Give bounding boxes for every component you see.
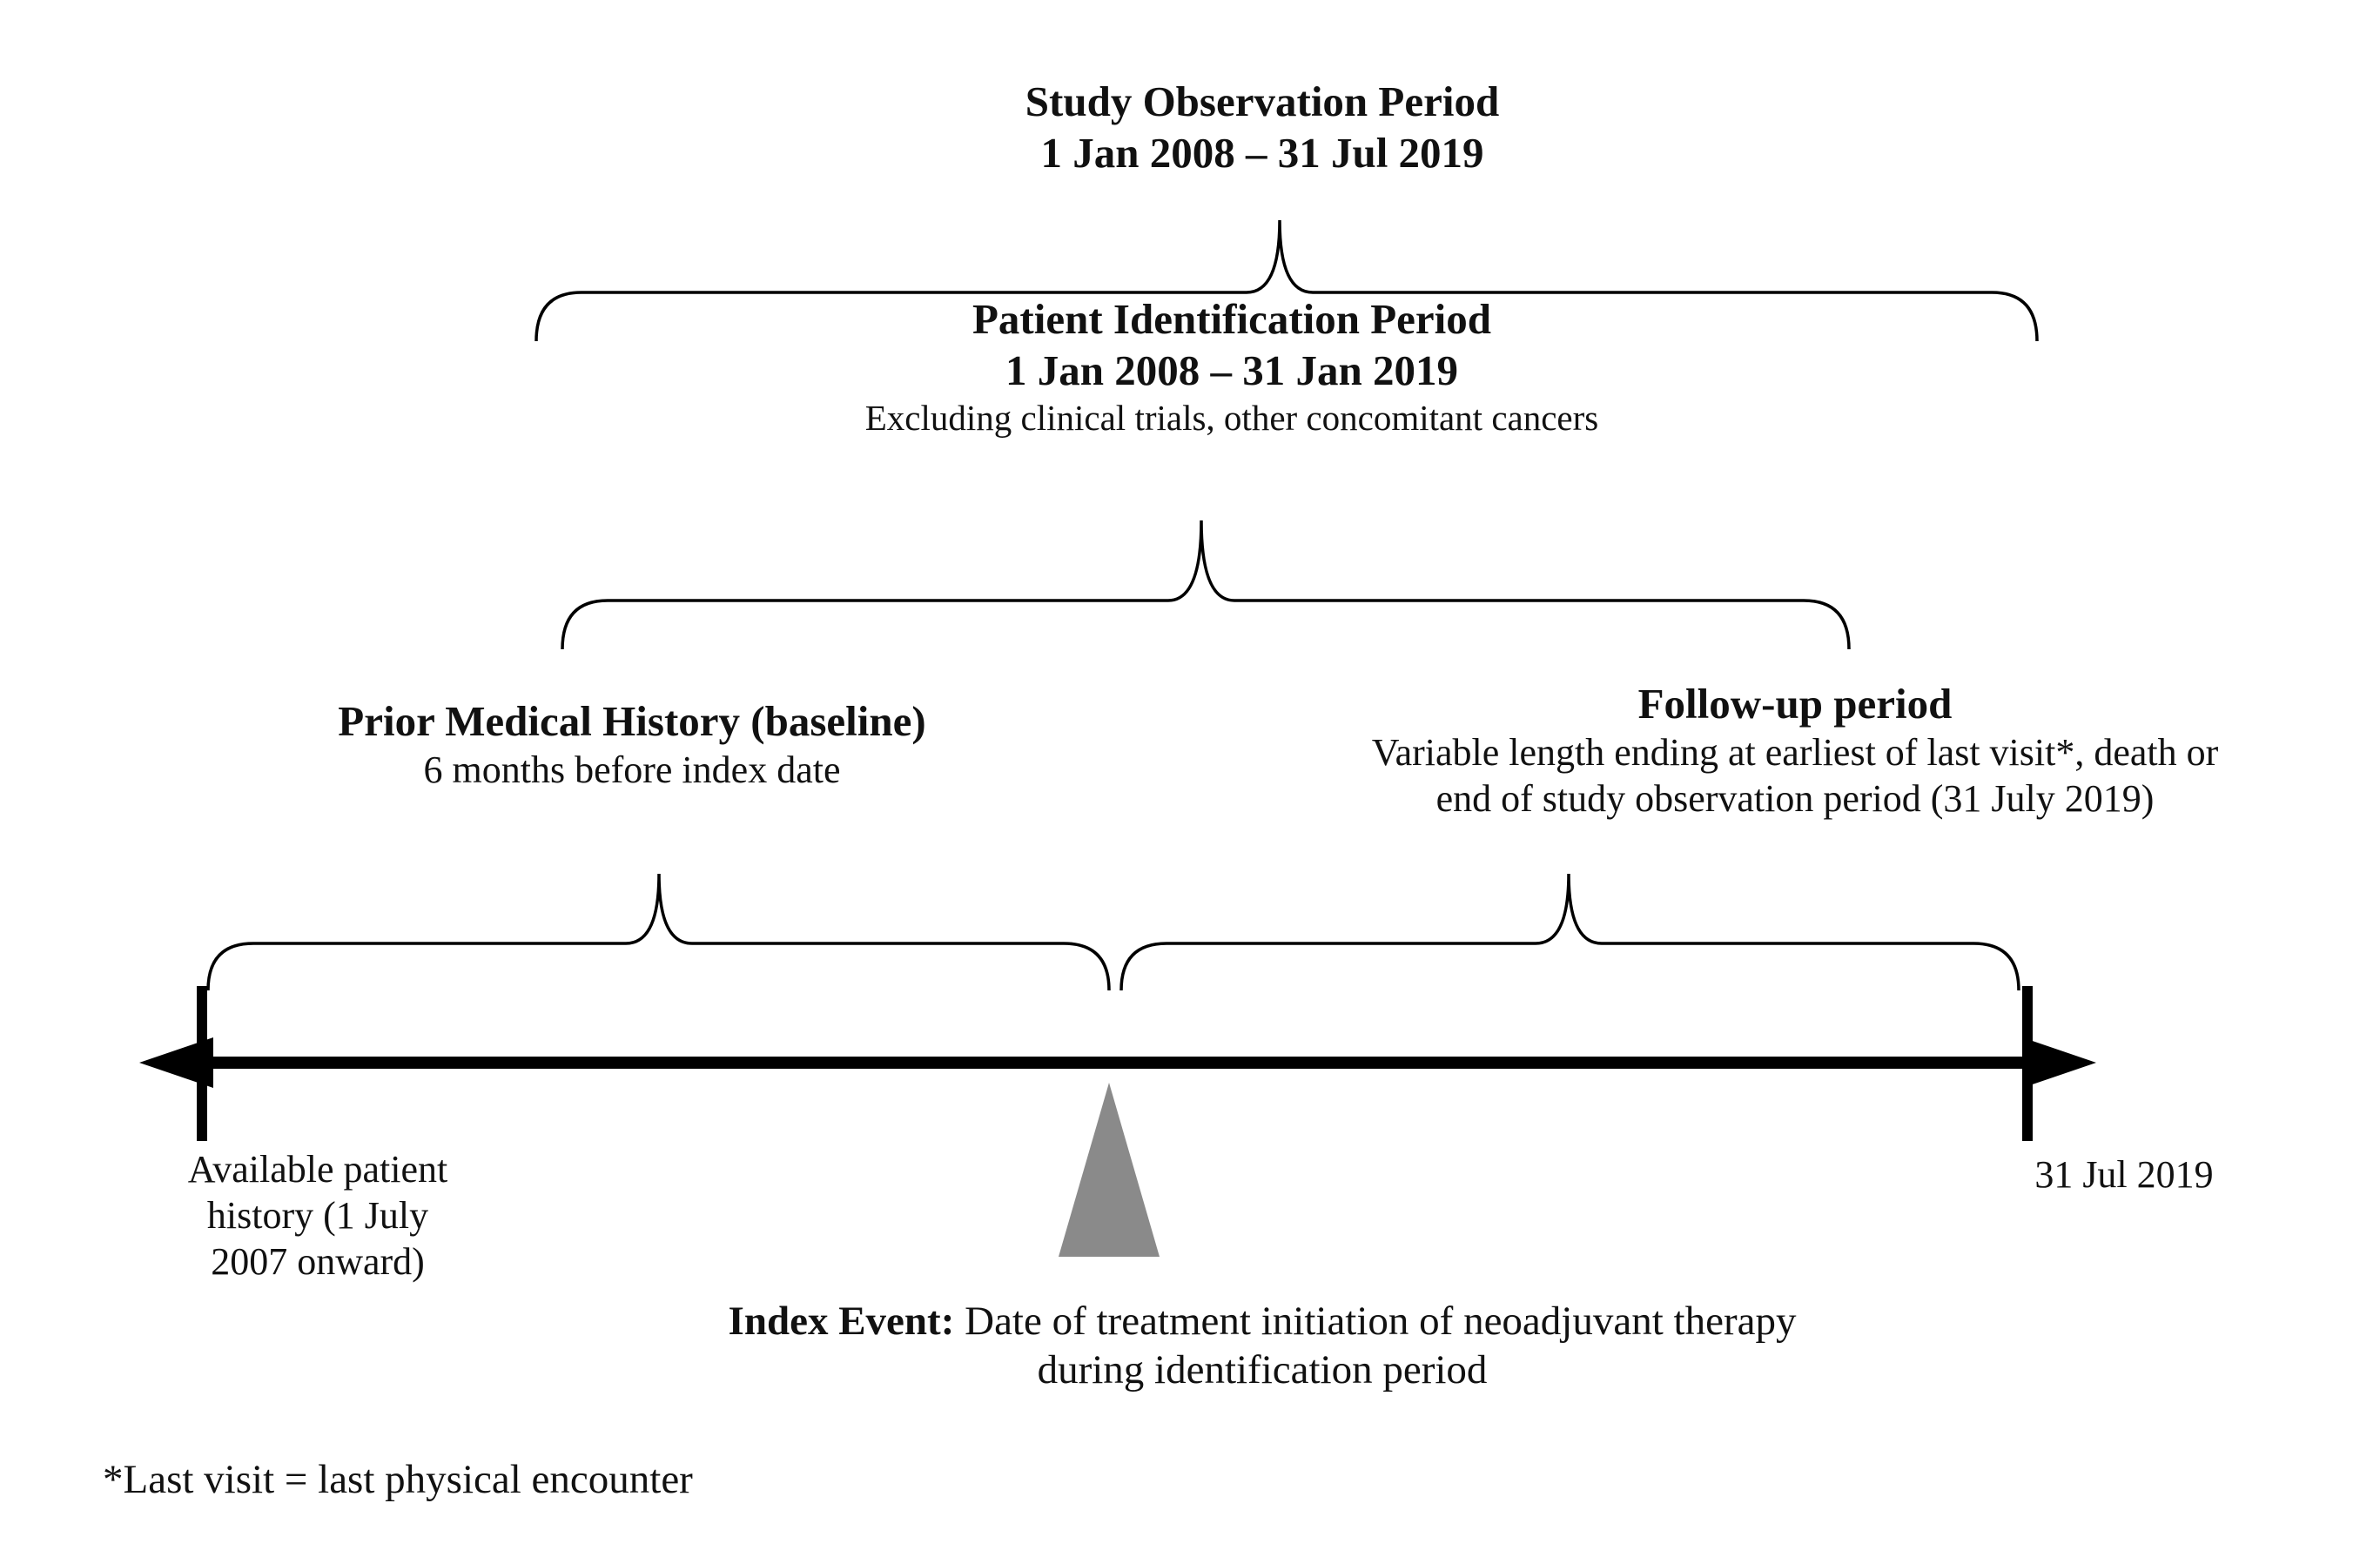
index-event-marker (1059, 1083, 1160, 1257)
timeline-end-label: 31 Jul 2019 (2034, 1153, 2214, 1196)
study-observation-period-block: Study Observation Period 1 Jan 2008 – 31… (827, 77, 1698, 179)
follow-up-description-line2: end of study observation period (31 July… (1435, 776, 2155, 820)
identification-period-brace (561, 520, 1851, 650)
timeline-start-label-line1: Available patient (187, 1148, 448, 1191)
timeline-left-arrowhead (139, 1037, 213, 1088)
timeline-right-arrowhead (2022, 1037, 2096, 1088)
timeline-start-label-line2: history (1 July (206, 1193, 429, 1237)
patient-identification-dates: 1 Jan 2008 – 31 Jan 2019 (1005, 346, 1458, 394)
followup-period-brace (1119, 873, 2020, 991)
index-event-caption: Index Event: Date of treatment initiatio… (557, 1297, 1967, 1395)
timeline-start-label-line3: 2007 onward) (211, 1239, 425, 1283)
study-observation-dates: 1 Jan 2008 – 31 Jul 2019 (1040, 128, 1484, 177)
follow-up-title: Follow-up period (1637, 680, 1953, 728)
study-period-brace (534, 219, 2039, 342)
patient-identification-title: Patient Identification Period (971, 295, 1492, 343)
prior-medical-history-subtitle: 6 months before index date (423, 748, 841, 791)
patient-identification-exclusion-note: Excluding clinical trials, other concomi… (864, 397, 1599, 438)
footnote: *Last visit = last physical encounter (103, 1457, 693, 1502)
follow-up-description-line1: Variable length ending at earliest of la… (1371, 730, 2219, 774)
index-event-label: Index Event: (728, 1299, 955, 1344)
patient-identification-block: Patient Identification Period 1 Jan 2008… (797, 294, 1667, 440)
index-event-line2: during identification period (1037, 1347, 1488, 1393)
timeline-start-label: Available patient history (1 July 2007 o… (96, 1147, 540, 1285)
prior-medical-history-title: Prior Medical History (baseline) (338, 697, 926, 745)
study-observation-title: Study Observation Period (1025, 77, 1500, 125)
index-event-line1: Index Event: Date of treatment initiatio… (557, 1297, 1967, 1346)
baseline-period-brace (206, 873, 1111, 991)
prior-medical-history-block: Prior Medical History (baseline) 6 month… (240, 696, 1024, 794)
follow-up-block: Follow-up period Variable length ending … (1220, 679, 2370, 822)
index-event-description: Date of treatment initiation of neoadjuv… (954, 1299, 1797, 1344)
